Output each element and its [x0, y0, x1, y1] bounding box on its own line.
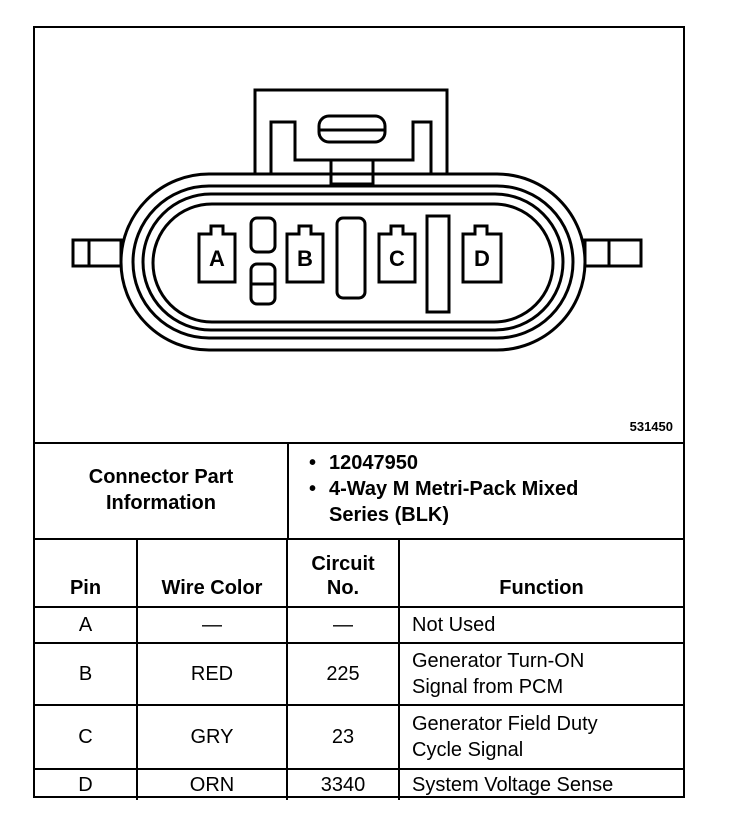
table-row: D ORN 3340 System Voltage Sense [35, 768, 683, 800]
table-row: C GRY 23 Generator Field Duty Cycle Sign… [35, 704, 683, 770]
pin-cell: C [35, 704, 138, 770]
table-header-row: Pin Wire Color Circuit No. Function [35, 538, 683, 608]
connector-description: 4-Way M Metri-Pack Mixed Series (BLK) [305, 476, 578, 528]
function-cell: Not Used [398, 606, 683, 644]
table-row: A — — Not Used [35, 606, 683, 644]
part-number: 12047950 [305, 450, 578, 476]
wire-color-cell: ORN [136, 768, 288, 800]
wire-color-cell: GRY [136, 704, 288, 770]
header-pin: Pin [35, 538, 138, 608]
pin-d-label: D [474, 246, 490, 271]
pin-a-label: A [209, 246, 225, 271]
document-frame: A B C D 531450 Connector Part Informatio… [33, 26, 685, 800]
wire-color-cell: RED [136, 642, 288, 706]
pin-cell: D [35, 768, 138, 800]
connector-part-info: Connector Part Information 12047950 4-Wa… [35, 442, 683, 540]
circuit-cell: — [286, 606, 400, 644]
wire-color-cell: — [136, 606, 288, 644]
pin-c-label: C [389, 246, 405, 271]
pin-cell: B [35, 642, 138, 706]
pin-cell: A [35, 606, 138, 644]
function-cell: System Voltage Sense [398, 768, 683, 800]
pin-b-label: B [297, 246, 313, 271]
circuit-cell: 23 [286, 704, 400, 770]
connector-drawing: A B C D [71, 88, 643, 352]
connector-info-label: Connector Part Information [35, 442, 289, 538]
circuit-cell: 3340 [286, 768, 400, 800]
figure-number: 531450 [629, 419, 673, 434]
connector-figure: A B C D 531450 [35, 28, 683, 444]
table-row: B RED 225 Generator Turn-ON Signal from … [35, 642, 683, 706]
connector-housing [119, 172, 587, 352]
header-function: Function [398, 538, 683, 608]
header-wire-color: Wire Color [136, 538, 288, 608]
connector-info-list: 12047950 4-Way M Metri-Pack Mixed Series… [305, 450, 578, 528]
function-cell: Generator Field Duty Cycle Signal [398, 704, 683, 770]
left-latch-tab [71, 238, 123, 268]
right-latch-tab [583, 238, 643, 268]
lock-tab [253, 88, 449, 174]
header-circuit: Circuit No. [286, 538, 400, 608]
circuit-cell: 225 [286, 642, 400, 706]
function-cell: Generator Turn-ON Signal from PCM [398, 642, 683, 706]
pin-table: Pin Wire Color Circuit No. Function A — … [35, 538, 683, 800]
